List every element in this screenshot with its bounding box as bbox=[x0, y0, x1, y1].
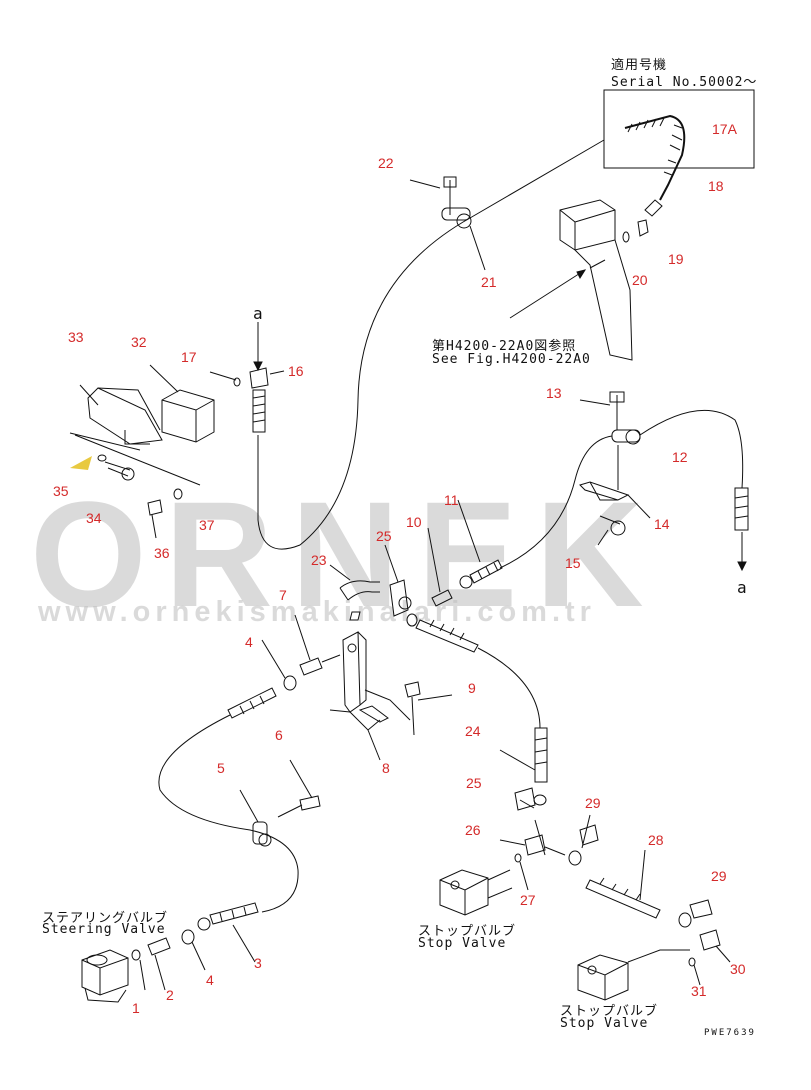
stop-valve-1-en: Stop Valve bbox=[418, 936, 507, 951]
part-label-15: 15 bbox=[565, 555, 581, 571]
part-label-12: 12 bbox=[672, 449, 688, 465]
part-label-4: 4 bbox=[206, 972, 214, 988]
cable-right bbox=[639, 409, 744, 489]
marker-arrow bbox=[70, 456, 92, 470]
part-label-35: 35 bbox=[53, 483, 69, 499]
part-label-7: 7 bbox=[279, 587, 287, 603]
part-label-34: 34 bbox=[86, 510, 102, 526]
drawing-code: PWE7639 bbox=[704, 1028, 756, 1038]
stop-valve-2-jp: ストップバルブ bbox=[560, 1004, 659, 1019]
steering-valve-jp: ステアリングバルブ bbox=[42, 911, 169, 926]
serial-box bbox=[603, 89, 755, 169]
part-label-17: 17 bbox=[181, 349, 197, 365]
hose-17a bbox=[624, 114, 686, 201]
part-label-1: 1 bbox=[132, 1000, 140, 1016]
reference-jp: 第H4200-22A0図参照 bbox=[432, 339, 577, 354]
part-label-30: 30 bbox=[730, 961, 746, 977]
part-label-25-upper: 25 bbox=[376, 528, 392, 544]
part-label-29-lower: 29 bbox=[711, 868, 727, 884]
part-label-32: 32 bbox=[131, 334, 147, 350]
cable-mid bbox=[477, 647, 541, 729]
part-label-10: 10 bbox=[406, 514, 422, 530]
part-label-5: 5 bbox=[217, 760, 225, 776]
part-label-29-upper: 29 bbox=[585, 795, 601, 811]
part-label-2: 2 bbox=[166, 987, 174, 1003]
part-label-13: 13 bbox=[546, 385, 562, 401]
cable-lower bbox=[158, 714, 299, 913]
part-label-14: 14 bbox=[654, 516, 670, 532]
part-label-22: 22 bbox=[378, 155, 394, 171]
stop-valve-2-en: Stop Valve bbox=[560, 1016, 649, 1031]
stop-valve-1-jp: ストップバルブ bbox=[418, 924, 517, 939]
part-label-16: 16 bbox=[288, 363, 304, 379]
part-label-4-upper: 4 bbox=[245, 634, 253, 650]
part-label-37: 37 bbox=[199, 517, 215, 533]
part-label-20: 20 bbox=[632, 272, 648, 288]
connector-a-top: a bbox=[253, 304, 263, 323]
serial-range: Serial No.50002～ bbox=[611, 75, 758, 90]
part-label-24: 24 bbox=[465, 723, 481, 739]
part-label-6: 6 bbox=[275, 727, 283, 743]
reference-en: See Fig.H4200-22A0 bbox=[432, 352, 591, 367]
part-label-33: 33 bbox=[68, 329, 84, 345]
part-label-3: 3 bbox=[254, 955, 262, 971]
serial-title: 適用号機 bbox=[611, 58, 668, 73]
part-label-25-lower: 25 bbox=[466, 775, 482, 791]
part-label-23: 23 bbox=[311, 552, 327, 568]
part-label-11: 11 bbox=[444, 492, 459, 508]
watermark-url: www.ornekismakinalari.com.tr bbox=[38, 596, 596, 628]
steering-valve-en: Steering Valve bbox=[42, 922, 166, 937]
part-label-8: 8 bbox=[382, 760, 390, 776]
part-label-26: 26 bbox=[465, 822, 481, 838]
part-label-28: 28 bbox=[648, 832, 664, 848]
part-label-18: 18 bbox=[708, 178, 724, 194]
connector-a-bottom: a bbox=[737, 578, 747, 597]
part-label-27: 27 bbox=[520, 892, 536, 908]
part-label-36: 36 bbox=[154, 545, 170, 561]
part-label-19: 19 bbox=[668, 251, 684, 267]
cable-upper bbox=[257, 139, 605, 550]
part-label-31: 31 bbox=[691, 983, 707, 999]
part-label-9: 9 bbox=[468, 680, 476, 696]
part-label-17a: 17A bbox=[712, 121, 737, 137]
part-label-21: 21 bbox=[481, 274, 497, 290]
